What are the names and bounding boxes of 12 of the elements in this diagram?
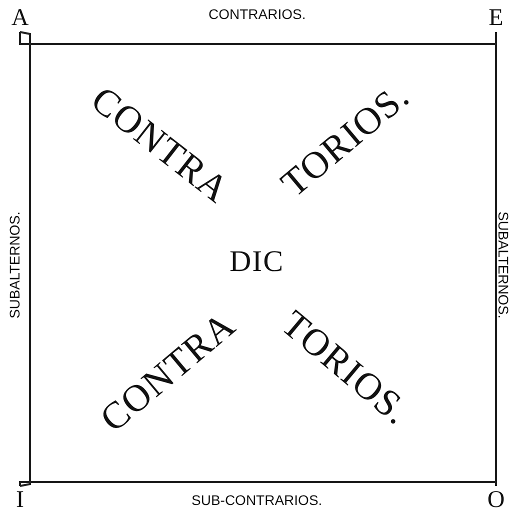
square-side-line	[20, 31, 31, 487]
diagonal-label: DIC	[230, 245, 284, 279]
edge-label: SUBALTERNOS.	[495, 211, 512, 319]
corner-letter: O	[484, 486, 508, 514]
edge-label: SUB-CONTRARIOS.	[192, 492, 322, 508]
edge-label: SUBALTERNOS.	[6, 211, 22, 319]
corner-letter: A	[8, 4, 32, 32]
square-side-line	[19, 481, 497, 486]
square-side-line	[19, 32, 497, 45]
edge-label: CONTRARIOS.	[208, 6, 306, 22]
corner-letter: E	[484, 4, 508, 32]
corner-letter: I	[8, 486, 32, 514]
